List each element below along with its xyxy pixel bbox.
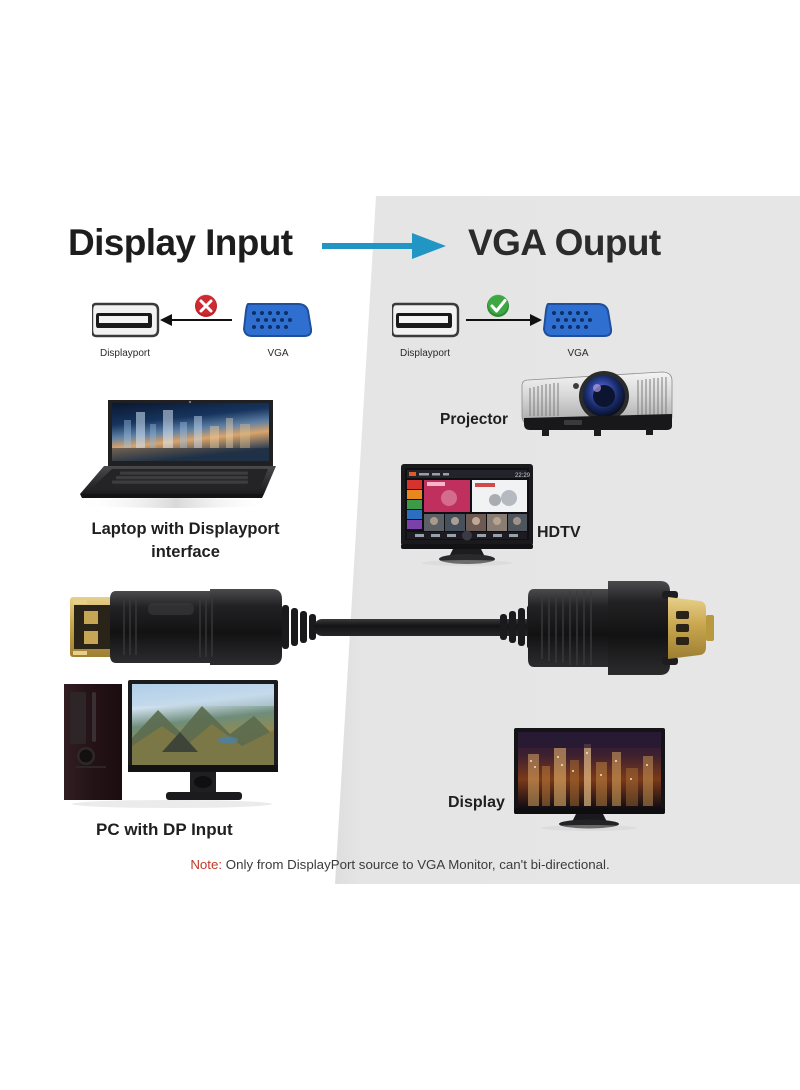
pc-label: PC with DP Input <box>96 820 233 839</box>
laptop-image <box>78 400 276 508</box>
port-label-vga-right: VGA <box>567 348 589 359</box>
port-label-displayport-left: Displayport <box>99 348 151 359</box>
note-keyword: Note: <box>190 857 223 872</box>
laptop-label: Laptop with Displayport interface <box>91 520 280 561</box>
port-diagram-left: Displayport VGA <box>90 292 313 359</box>
displayport-plug <box>70 589 316 665</box>
dp-to-vga-cable-image <box>70 581 714 675</box>
note-text: Note: Only from DisplayPort source to VG… <box>0 857 800 872</box>
port-diagram-right: Displayport VGA <box>390 292 613 359</box>
note-body: Only from DisplayPort source to VGA Moni… <box>222 857 610 872</box>
cross-icon <box>195 294 217 317</box>
vga-plug <box>500 581 714 675</box>
displayport-icon <box>390 302 460 338</box>
page-title-left: Display Input <box>68 222 293 263</box>
svg-text:22:29: 22:29 <box>515 473 531 479</box>
projector-image <box>521 371 673 436</box>
pc-with-monitor-image <box>64 680 278 808</box>
vga-icon <box>242 303 313 337</box>
displayport-icon <box>90 302 160 338</box>
vga-icon <box>542 303 613 337</box>
hdtv-label: HDTV <box>537 524 581 541</box>
display-label: Display <box>448 794 505 811</box>
port-label-vga-left: VGA <box>267 348 289 359</box>
page-title-right: VGA Ouput <box>468 222 661 263</box>
display-monitor-image <box>514 728 665 831</box>
check-icon <box>487 294 509 317</box>
flow-arrow-icon <box>322 233 446 259</box>
port-label-displayport-right: Displayport <box>399 348 451 359</box>
projector-label: Projector <box>440 411 509 428</box>
hdtv-image: 22:29 <box>401 464 533 566</box>
